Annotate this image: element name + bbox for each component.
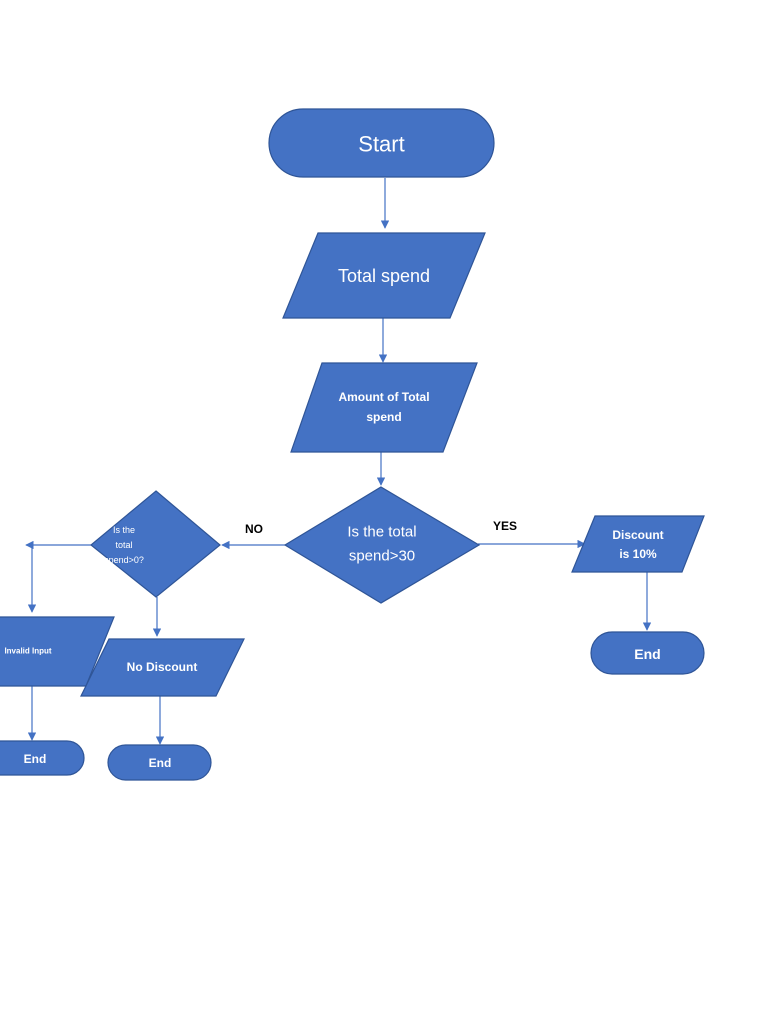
amount-label-line2: spend xyxy=(366,410,401,424)
discount-label-line1: Discount xyxy=(612,528,663,542)
decision-total-spend-shape xyxy=(283,486,481,604)
end-discount-label: End xyxy=(634,646,660,662)
decision-total-spend[interactable]: Is the total spend>30 xyxy=(283,486,481,604)
end-terminator-invalid[interactable]: End xyxy=(0,740,85,776)
start-shape xyxy=(268,108,495,178)
end-invalid-label: End xyxy=(24,752,47,766)
total-spend-shape xyxy=(282,232,486,319)
end-terminator-discount[interactable]: End xyxy=(590,631,705,675)
no-discount-shape xyxy=(80,638,245,697)
decision-spend-positive[interactable]: Is the total spend>0? xyxy=(90,490,221,598)
decision-spend-positive-line1: Is the xyxy=(113,525,135,535)
start-label: Start xyxy=(358,132,404,157)
invalid-input-label: Invalid Input xyxy=(4,647,51,656)
total-spend-label: Total spend xyxy=(338,266,430,286)
decision-total-spend-line2: spend>30 xyxy=(349,548,415,565)
decision-spend-positive-line2: total xyxy=(115,540,132,550)
amount-shape xyxy=(290,362,478,453)
start-terminator[interactable]: Start xyxy=(268,108,495,178)
end-no-discount-shape xyxy=(107,744,212,781)
end-invalid-shape xyxy=(0,740,85,776)
end-terminator-no-discount[interactable]: End xyxy=(107,744,212,781)
edge-label-no: NO xyxy=(245,522,263,536)
end-discount-shape xyxy=(590,631,705,675)
discount-shape xyxy=(571,515,705,573)
decision-total-spend-line1: Is the total xyxy=(347,524,416,541)
total-spend-input[interactable]: Total spend xyxy=(282,232,486,319)
amount-input[interactable]: Amount of Total spend xyxy=(290,362,478,453)
discount-label-line2: is 10% xyxy=(619,547,657,561)
discount-output[interactable]: Discount is 10% xyxy=(571,515,705,573)
end-no-discount-label: End xyxy=(149,756,172,770)
decision-spend-positive-shape xyxy=(90,490,221,598)
no-discount-label: No Discount xyxy=(127,660,198,674)
no-discount-output[interactable]: No Discount xyxy=(80,638,245,697)
edge-label-yes: YES xyxy=(493,519,517,533)
decision-spend-positive-line3: spend>0? xyxy=(104,555,144,565)
amount-label-line1: Amount of Total xyxy=(338,390,429,404)
